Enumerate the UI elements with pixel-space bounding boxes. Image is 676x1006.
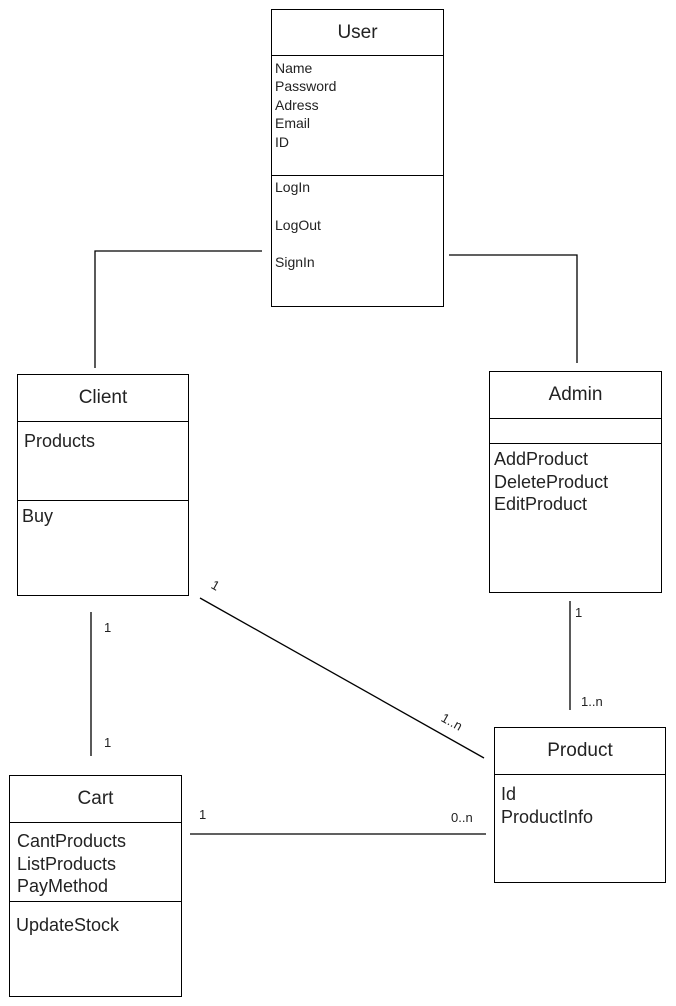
multiplicity-admin-product-product-end: 1..n [581,694,603,709]
method: AddProduct [494,449,589,469]
attribute: ID [275,133,289,150]
class-admin-methods: AddProduct DeleteProduct EditProduct [490,443,661,592]
attribute: CantProducts [17,831,127,851]
class-user-methods: LogIn LogOut SignIn [272,175,443,306]
method: SignIn [275,254,315,270]
class-user-name: User [272,10,443,56]
class-cart-name: Cart [10,776,181,823]
client-product-association [199,597,485,759]
multiplicity-cart-product-product-end: 0..n [451,810,473,825]
attribute: Password [275,78,337,95]
attribute: Email [275,115,311,132]
attribute: Adress [275,96,319,113]
class-client-attributes: Products [18,430,188,500]
method: Buy [22,506,54,526]
method: LogOut [275,217,321,233]
class-cart-attributes: CantProducts ListProducts PayMethod [10,830,181,901]
user-client-connector [94,250,262,368]
attribute: Products [24,431,96,451]
class-product-name: Product [495,728,665,775]
attribute: Name [275,60,313,76]
class-cart-methods: UpdateStock [10,901,181,996]
class-admin[interactable]: Admin AddProduct DeleteProduct EditProdu… [489,371,662,593]
class-cart[interactable]: Cart CantProducts ListProducts PayMethod… [9,775,182,997]
user-admin-connector [449,254,578,363]
class-product-attributes: Id ProductInfo [495,783,665,882]
class-client[interactable]: Client Products Buy [17,374,189,596]
class-client-methods: Buy [18,500,188,595]
multiplicity-admin-product-admin-end: 1 [575,605,583,620]
method: EditProduct [494,494,588,514]
multiplicity-client-cart-client-end: 1 [104,620,112,635]
attribute: Id [501,784,517,804]
class-user[interactable]: User Name Password Adress Email ID LogIn… [271,9,444,307]
class-admin-name: Admin [490,372,661,419]
class-admin-attributes [490,419,661,443]
class-user-attributes: Name Password Adress Email ID [272,59,443,176]
method: LogIn [275,179,311,195]
attribute: PayMethod [17,876,109,896]
method: DeleteProduct [494,471,609,492]
class-client-name: Client [18,375,188,422]
multiplicity-client-cart-cart-end: 1 [104,735,112,750]
attribute: ProductInfo [501,806,594,827]
method: UpdateStock [16,915,120,935]
multiplicity-cart-product-cart-end: 1 [199,807,207,822]
attribute: ListProducts [17,853,117,874]
class-product[interactable]: Product Id ProductInfo [494,727,666,883]
